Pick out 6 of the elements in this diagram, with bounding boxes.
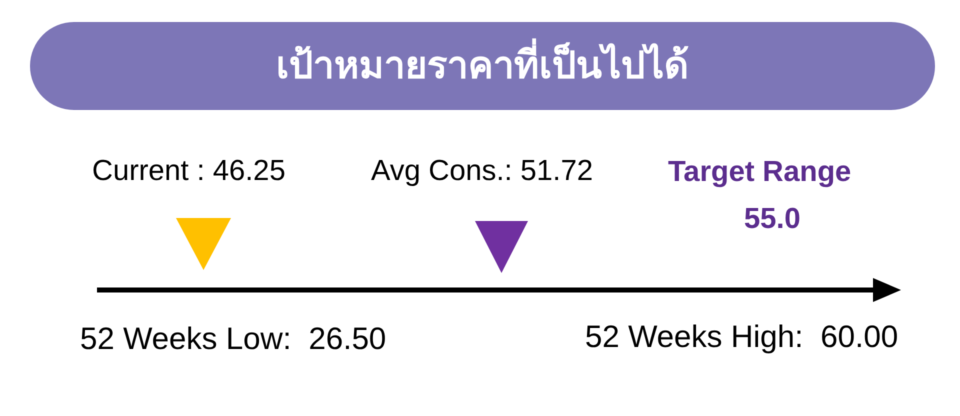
- 52-week-low-label: 52 Weeks Low: 26.50: [80, 320, 386, 358]
- target-range-label: Target Range: [668, 155, 852, 190]
- current-price-label: Current : 46.25: [92, 154, 286, 189]
- consensus-price-label: Avg Cons.: 51.72: [371, 154, 593, 189]
- target-price-value: 55.0: [744, 202, 800, 237]
- 52-week-high-label: 52 Weeks High: 60.00: [585, 318, 898, 356]
